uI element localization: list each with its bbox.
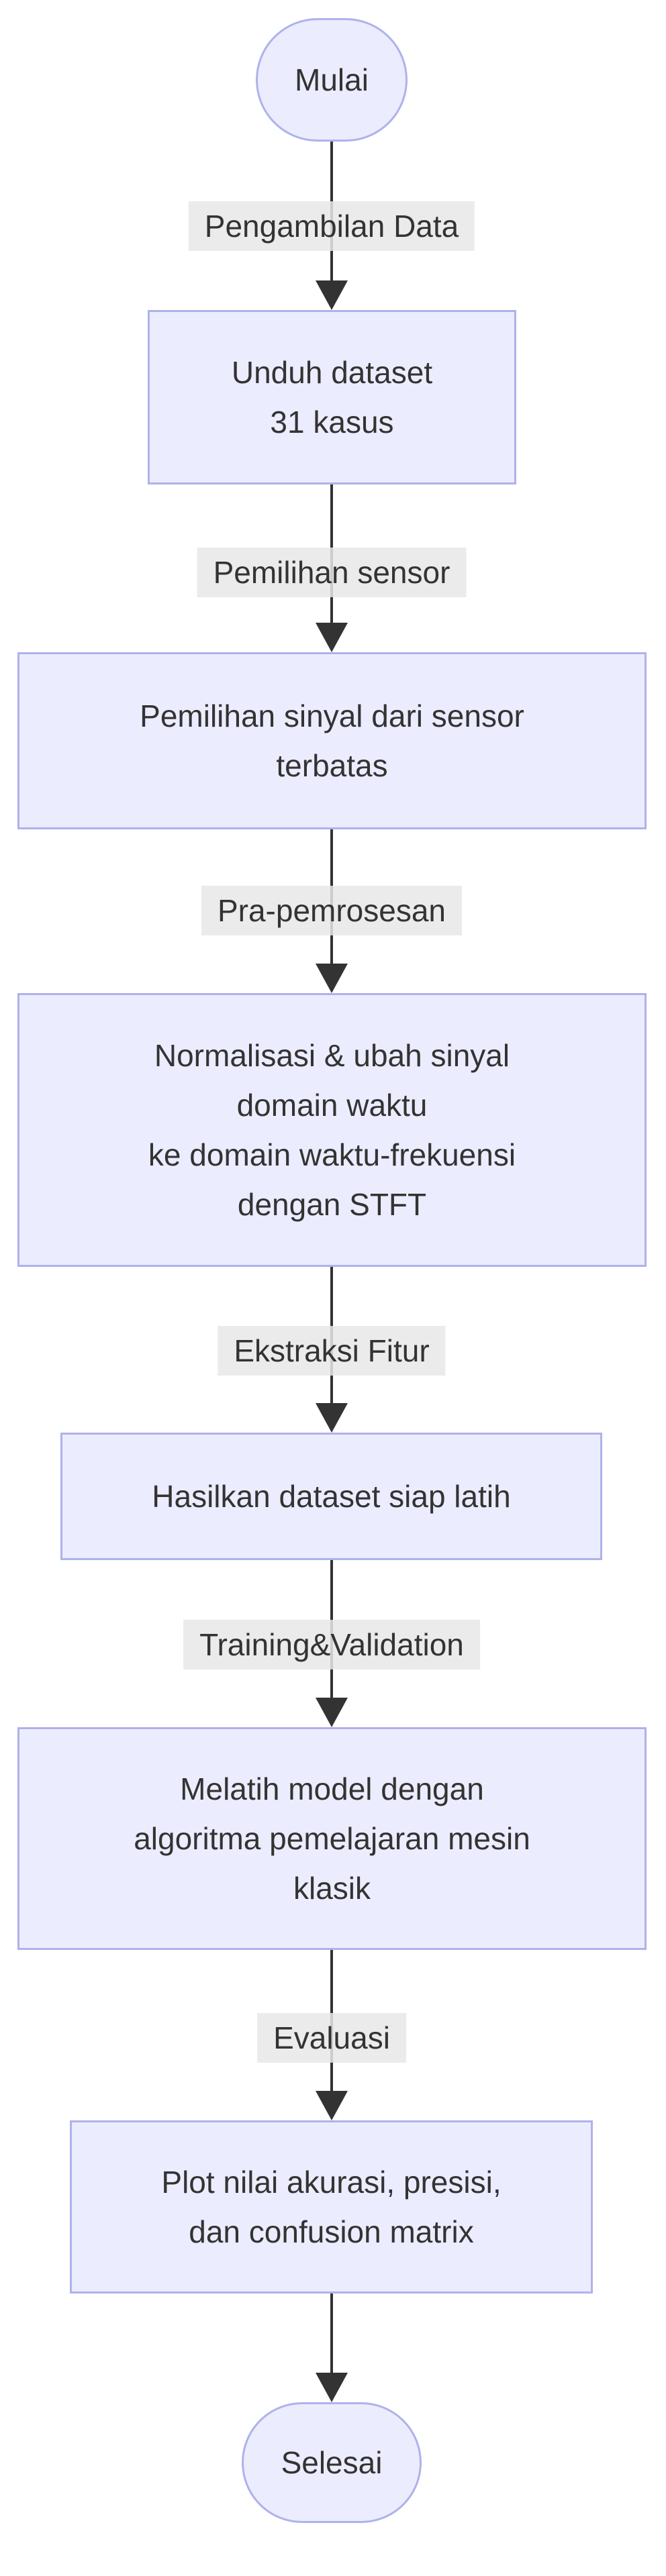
node-signal-selection: Pemilihan sinyal dari sensor terbatas [17, 652, 647, 829]
node-train-model-label: Melatih model dengan algoritma pemelajar… [134, 1771, 530, 1906]
edge-label-training-validation: Training&Validation [183, 1620, 480, 1669]
edge-label-pengambilan-data: Pengambilan Data [188, 201, 475, 251]
arrowhead-icon-1 [316, 280, 348, 310]
node-download-dataset: Unduh dataset 31 kasus [148, 310, 516, 484]
node-ready-dataset-label: Hasilkan dataset siap latih [152, 1479, 511, 1514]
node-ready-dataset: Hasilkan dataset siap latih [60, 1433, 602, 1560]
node-preprocessing-stft-label: Normalisasi & ubah sinyal domain waktu k… [148, 1038, 516, 1222]
arrowhead-icon-6 [316, 2091, 348, 2120]
node-preprocessing-stft: Normalisasi & ubah sinyal domain waktu k… [17, 993, 647, 1267]
node-evaluation-plot: Plot nilai akurasi, presisi, dan confusi… [70, 2120, 593, 2294]
arrowhead-icon-5 [316, 1698, 348, 1727]
start-node-label: Mulai [295, 62, 369, 97]
arrowhead-icon-4 [316, 1403, 348, 1433]
node-signal-selection-label: Pemilihan sinyal dari sensor terbatas [140, 699, 524, 783]
edge-label-ekstraksi-fitur: Ekstraksi Fitur [218, 1326, 446, 1376]
arrowhead-icon-3 [316, 964, 348, 993]
start-node: Mulai [256, 18, 408, 142]
edge-label-pra-pemrosesan: Pra-pemrosesan [201, 886, 463, 935]
node-download-dataset-label: Unduh dataset 31 kasus [231, 355, 433, 440]
node-evaluation-plot-label: Plot nilai akurasi, presisi, dan confusi… [161, 2165, 502, 2249]
arrowhead-icon-2 [316, 623, 348, 652]
end-node: Selesai [242, 2402, 422, 2523]
edge-label-evaluasi: Evaluasi [257, 2013, 406, 2063]
edge-line-plot-to-end [330, 2294, 333, 2373]
node-train-model: Melatih model dengan algoritma pemelajar… [17, 1727, 647, 1950]
end-node-label: Selesai [281, 2445, 383, 2480]
edge-label-pemilihan-sensor: Pemilihan sensor [197, 548, 467, 597]
arrowhead-icon-7 [316, 2373, 348, 2402]
